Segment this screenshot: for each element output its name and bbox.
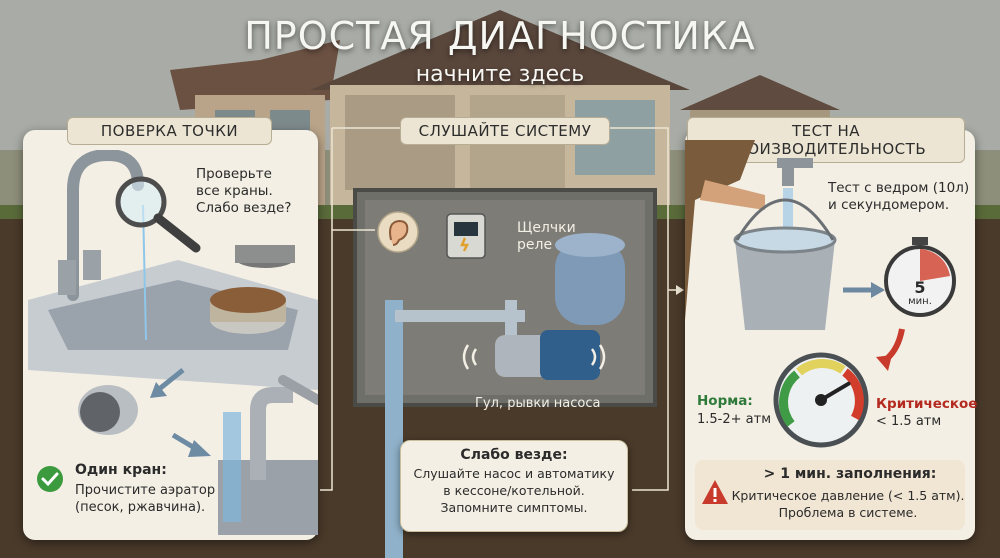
ear-icon [389, 219, 409, 246]
pump-icon [462, 344, 606, 370]
page-title: ПРОСТАЯ ДИАГНОСТИКА [244, 14, 756, 58]
timer-unit: мин. [908, 296, 932, 307]
faucet-icon [58, 150, 147, 341]
warning-title: > 1 мин. заполнения: [763, 466, 937, 482]
page-subtitle: начните здесь [415, 62, 585, 87]
magnifier-icon [115, 176, 201, 253]
relay-icon [454, 222, 478, 252]
bucket-test-text: Тест с ведром (10л) и секундомером. [828, 180, 970, 213]
aerator-icon [210, 245, 295, 334]
arrow-to-gauge [876, 328, 905, 371]
normal-label: Норма: [697, 393, 753, 409]
bucket-illustration [685, 140, 885, 330]
timer-value: 5 [914, 278, 926, 297]
warning-icon [702, 480, 728, 504]
fill-time-warning [695, 460, 965, 530]
relay-text: Щелчки реле [517, 220, 576, 253]
listen-system-label: СЛУШАЙТЕ СИСТЕМУ [400, 117, 610, 145]
warning-text: Критическое давление (< 1.5 атм). Пробле… [731, 488, 965, 520]
weak-everywhere-note: Слабо везде: Слушайте насос и автоматику… [400, 440, 628, 532]
stopwatch-icon [884, 237, 956, 317]
normal-value: 1.5-2+ атм [697, 412, 772, 427]
check-taps-text: Проверьте все краны. Слабо везде? [196, 166, 292, 216]
critical-label: Критическое [876, 396, 978, 412]
single-faucet-icon [218, 375, 318, 535]
critical-value: < 1.5 атм [876, 414, 942, 429]
pump-text: Гул, рывки насоса [475, 396, 601, 411]
one-tap-text: Прочистите аэратор (песок, ржавчина). [75, 483, 216, 515]
performance-test-label: ТЕСТ НА ПРОИЗВОДИТЕЛЬНОСТЬ [687, 117, 965, 163]
one-tap-title: Один кран: [75, 462, 167, 478]
bucket-icon [733, 198, 837, 330]
gauge-icon [773, 352, 869, 448]
clean-aerator-icon [78, 385, 138, 435]
check-icon [37, 466, 63, 492]
spot-check-label: ПОВЕРКА ТОЧКИ [67, 117, 272, 145]
spot-check-illustration [28, 150, 318, 535]
